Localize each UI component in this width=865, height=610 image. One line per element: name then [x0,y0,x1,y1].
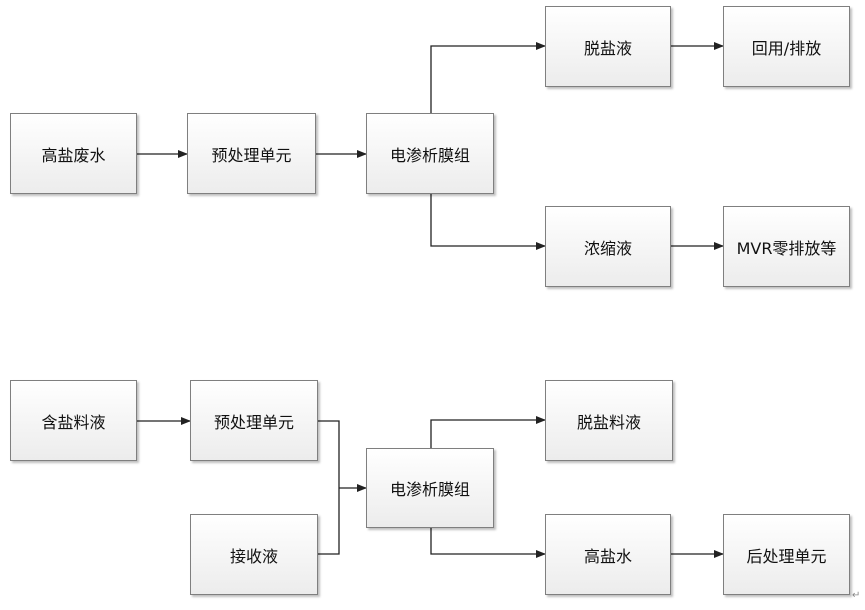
node-reuse-discharge: 回用/排放 [723,6,850,87]
arrow-ed-to-desalted-2 [430,416,546,448]
node-electrodialysis-stack-2: 电渗析膜组 [366,448,494,528]
node-receiving-liquid: 接收液 [190,514,318,595]
node-pretreatment-unit-1: 预处理单元 [187,113,316,194]
node-post-treatment-unit: 后处理单元 [723,514,850,595]
node-pretreatment-unit-2: 预处理单元 [190,380,318,461]
node-concentrate: 浓缩液 [545,206,671,287]
node-salt-containing-feed: 含盐料液 [10,380,137,461]
node-desalted-feed: 脱盐料液 [545,380,673,461]
arrow-ed-to-highsalt-2 [430,528,546,558]
line-pretreat-to-merge-2 [318,420,340,555]
node-electrodialysis-stack-1: 电渗析膜组 [366,113,494,194]
arrow-ed-to-concentrate-1 [430,194,546,250]
node-high-salt-water: 高盐水 [545,514,671,595]
node-desalted-liquid: 脱盐液 [545,6,671,87]
node-mvr-zero-discharge: MVR零排放等 [723,206,850,287]
paragraph-mark: ↵ [852,590,861,601]
node-high-salt-wastewater: 高盐废水 [10,113,137,194]
arrow-ed-to-desalted-1 [430,42,546,113]
